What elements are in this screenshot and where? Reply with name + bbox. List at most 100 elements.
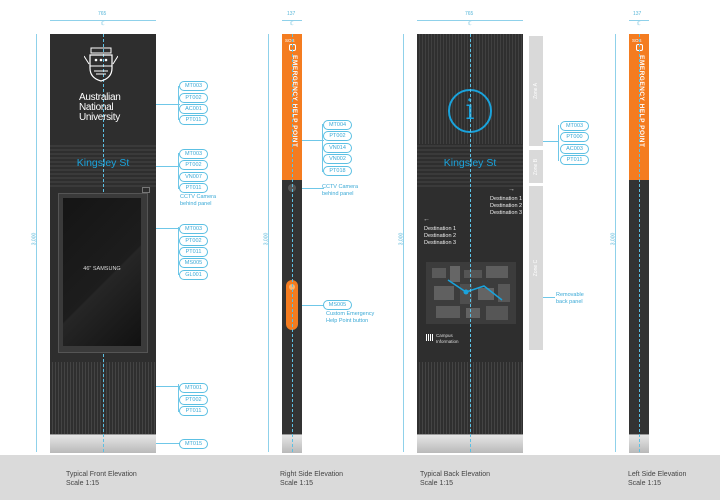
left-height-dim: 3,000 [610, 232, 617, 246]
front-tag-e1: MT015 [179, 439, 208, 449]
front-tag-c1: MT003 [179, 224, 208, 234]
right-tag-5: PT018 [323, 166, 352, 176]
right-centerline-mark: ℂ [290, 21, 294, 27]
front-cctv-icon [142, 187, 150, 193]
left-caption: Left Side Elevation Scale 1:15 [628, 470, 686, 488]
right-sos-label: SOS [285, 38, 295, 43]
front-tag-b2: PT002 [179, 160, 208, 170]
front-bracket-c [178, 227, 179, 275]
right-note-button: Custom Emergency Help Point button [326, 311, 375, 324]
front-leader-a [156, 104, 180, 105]
right-bracket-tags [322, 124, 323, 172]
left-width-dim: 137 [633, 11, 642, 17]
zone-a-label: Zone A [533, 83, 539, 99]
left-height-line [615, 34, 616, 452]
left-sos-label: SOS [632, 38, 642, 43]
campus-map [426, 262, 516, 324]
front-tag-b3: VN007 [179, 172, 208, 182]
logo-line-1: Australian [79, 92, 121, 103]
front-leader-b [156, 166, 180, 167]
front-tag-d3: PT011 [179, 406, 208, 416]
front-bracket-a [178, 86, 179, 120]
front-street-name: Kingsley St [76, 157, 130, 169]
front-bracket-d [178, 384, 179, 412]
front-caption: Typical Front Elevation Scale 1:15 [66, 470, 137, 488]
left-centerline-mark: ℂ [637, 21, 641, 27]
front-height-line [36, 34, 37, 452]
right-tag-1: MT004 [323, 120, 352, 130]
front-caption-title: Typical Front Elevation [66, 471, 137, 478]
back-dest-right-3: Destination 3 [490, 210, 523, 216]
back-caption-scale: Scale 1:15 [420, 480, 454, 487]
right-caption-title: Right Side Elevation [280, 471, 344, 478]
back-leader-panel [543, 297, 555, 298]
front-caption-scale: Scale 1:15 [66, 480, 100, 487]
front-tag-a3: AC001 [179, 104, 208, 114]
right-width-line [282, 20, 302, 21]
back-tag-4: PT011 [560, 155, 589, 165]
right-tag-4: VN002 [323, 154, 352, 164]
right-tag-3: VN014 [323, 143, 352, 153]
right-leader-tags [302, 140, 324, 141]
front-screen-label: 46" SAMSUNG [83, 266, 121, 272]
left-caption-title: Left Side Elevation [628, 471, 687, 478]
front-tag-c2: PT002 [179, 236, 208, 246]
anu-logo-text: Australian National University [79, 92, 121, 123]
campus-qr-icon [426, 334, 433, 341]
front-bracket-b [178, 153, 179, 189]
front-tag-a2: PT002 [179, 93, 208, 103]
front-width-line [50, 20, 156, 21]
back-tag-2: PT000 [560, 132, 589, 142]
back-destinations-right: Destination 1 Destination 2 Destination … [490, 196, 522, 217]
left-width-line [629, 20, 649, 21]
zone-c-label: Zone C [533, 259, 539, 277]
back-note-panel: Removable back panel [556, 292, 584, 305]
zone-b-bar: Zone B [529, 150, 543, 183]
right-caption: Right Side Elevation Scale 1:15 [280, 470, 343, 488]
back-leader-tags [543, 141, 559, 142]
anu-crest-icon [84, 47, 118, 82]
front-leader-e [156, 443, 180, 444]
right-tag-button: MS005 [323, 300, 352, 310]
right-caption-scale: Scale 1:15 [280, 480, 314, 487]
left-centerline [639, 34, 640, 452]
back-arrow-right-icon: → [508, 186, 515, 193]
front-tag-c3: PT011 [179, 247, 208, 257]
zone-a-bar: Zone A [529, 36, 543, 146]
zone-b-label: Zone B [533, 158, 539, 175]
back-dest-right-2: Destination 2 [490, 203, 523, 209]
ground-strip [0, 455, 720, 500]
front-tag-c4: MS005 [179, 258, 208, 268]
back-dest-left-2: Destination 2 [424, 233, 457, 239]
back-arrow-left-icon: ← [423, 216, 430, 223]
right-leader-cctv [302, 188, 324, 189]
back-destinations-left: Destination 1 Destination 2 Destination … [424, 226, 456, 247]
back-caption: Typical Back Elevation Scale 1:15 [420, 470, 490, 488]
right-centerline [292, 34, 293, 452]
right-width-dim: 137 [287, 11, 296, 17]
back-tag-1: MT003 [560, 121, 589, 131]
zone-c-bar: Zone C [529, 186, 543, 350]
back-tag-3: AC003 [560, 144, 589, 154]
right-tag-2: PT002 [323, 131, 352, 141]
front-tag-d1: MT001 [179, 383, 208, 393]
back-caption-title: Typical Back Elevation [420, 471, 491, 478]
front-tag-a4: PT011 [179, 115, 208, 125]
front-leader-d [156, 386, 180, 387]
back-dest-right-1: Destination 1 [490, 196, 523, 202]
front-screen [63, 198, 141, 346]
right-height-line [268, 34, 269, 452]
back-centerline-mark: ℂ [468, 21, 472, 27]
logo-line-2: National [79, 102, 114, 113]
front-centerline-mark: ℂ [101, 21, 105, 27]
back-dest-left-3: Destination 3 [424, 240, 457, 246]
back-bracket-tags [558, 125, 559, 161]
front-note-cctv: CCTV Camera behind panel [180, 194, 217, 207]
back-centerline [470, 34, 471, 452]
front-tag-b1: MT003 [179, 149, 208, 159]
front-tag-b4: PT011 [179, 183, 208, 193]
front-tag-d2: PT002 [179, 395, 208, 405]
front-height-dim: 3,000 [31, 232, 38, 246]
right-height-dim: 3,000 [263, 232, 270, 246]
front-leader-c [156, 228, 180, 229]
